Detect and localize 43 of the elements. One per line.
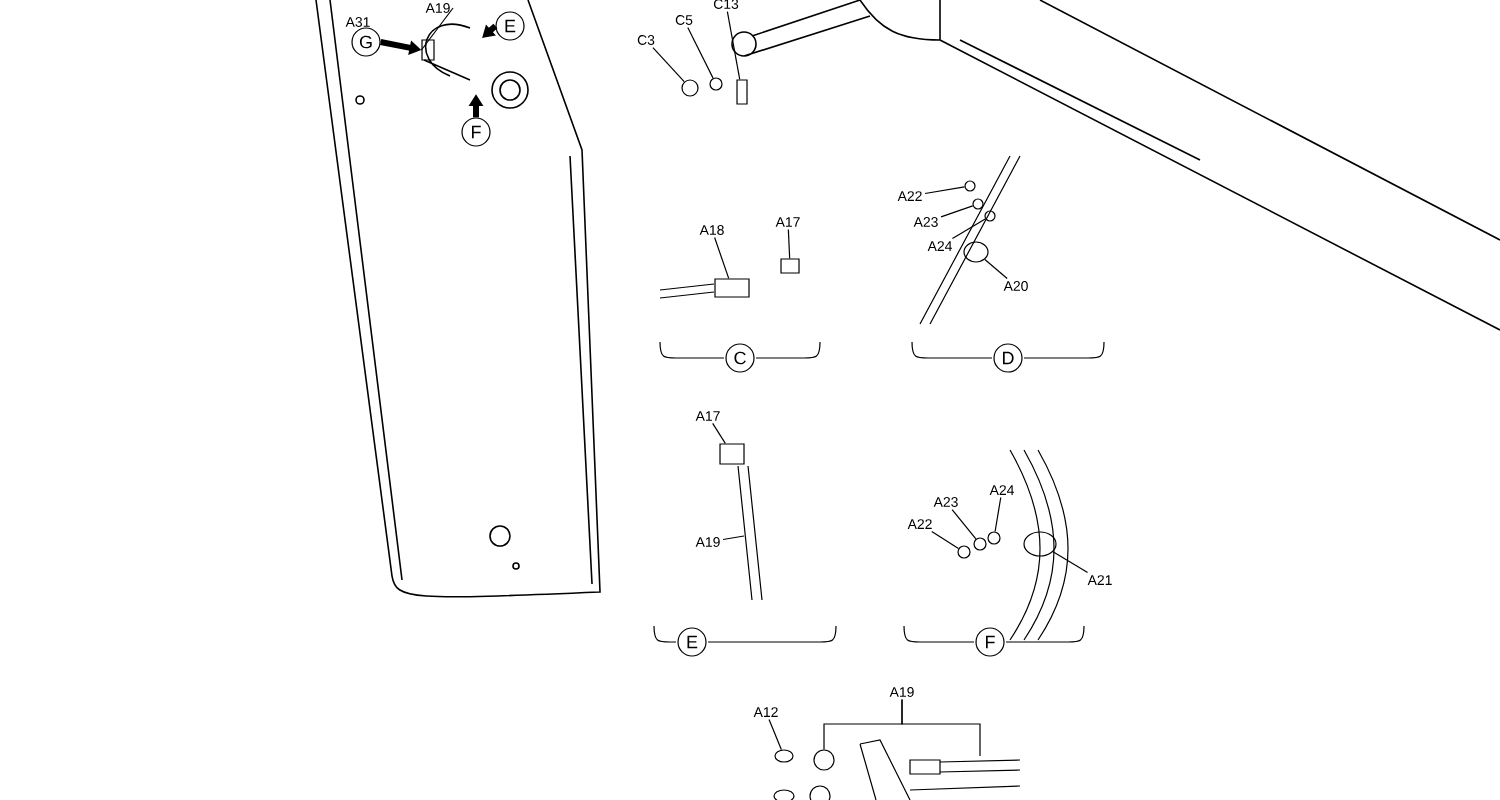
circled-letter: G — [351, 27, 381, 57]
washer — [813, 749, 835, 771]
leader-line — [726, 10, 741, 80]
washer — [1023, 531, 1057, 557]
circled-letter: E — [495, 11, 525, 41]
leader-line — [714, 236, 730, 279]
leader-line — [722, 535, 745, 541]
leader-line — [984, 258, 1008, 280]
washer — [984, 210, 996, 222]
leader-line — [924, 186, 966, 195]
leader-line — [768, 718, 782, 751]
washer — [972, 198, 984, 210]
leader-line — [420, 7, 454, 51]
washer — [973, 537, 987, 551]
leader-line — [951, 218, 986, 240]
leader-line — [931, 530, 960, 550]
leader-line — [712, 422, 726, 444]
washer — [681, 79, 699, 97]
leader-line — [687, 26, 714, 79]
washer — [774, 749, 794, 763]
washer — [987, 531, 1001, 545]
circled-letter: C — [725, 343, 755, 373]
circled-letter: F — [461, 117, 491, 147]
leader-line — [951, 508, 977, 540]
fitting — [736, 79, 748, 105]
block-arrow — [482, 23, 498, 38]
washer — [709, 77, 723, 91]
circled-letter: E — [677, 627, 707, 657]
fitting — [719, 443, 745, 465]
leader-line — [901, 698, 981, 757]
leader-line — [994, 496, 1002, 533]
leader-line — [652, 46, 685, 83]
washer — [964, 180, 976, 192]
circled-letter: F — [975, 627, 1005, 657]
washer — [957, 545, 971, 559]
washer — [963, 241, 989, 263]
fitting — [780, 258, 800, 274]
leader-line — [787, 228, 791, 259]
fitting — [714, 278, 750, 298]
fitting — [421, 39, 435, 61]
circled-letter: D — [993, 343, 1023, 373]
leader-line — [1052, 551, 1089, 574]
leader-line — [940, 205, 974, 218]
